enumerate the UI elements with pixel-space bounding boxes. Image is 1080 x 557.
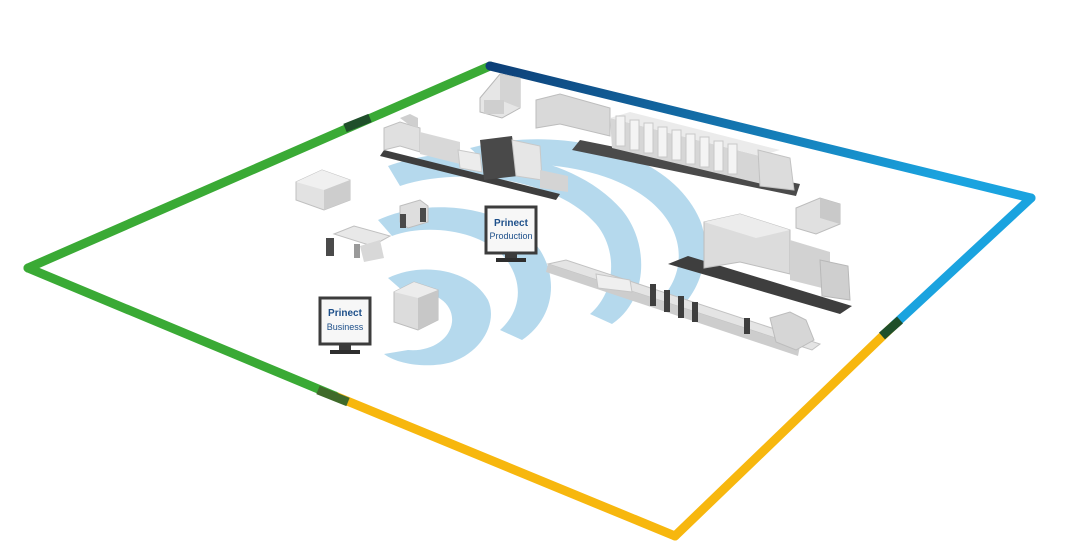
wave-xlarge: [470, 139, 706, 310]
machine-cutter-small: [399, 199, 429, 229]
machine-finishing-line: [546, 259, 822, 356]
frame: [23, 61, 1036, 541]
machine-cube-left: [295, 169, 351, 211]
frame-edge-right-lower: [670, 321, 898, 541]
machine-table: [326, 225, 392, 262]
frame-edge-top-right: [485, 61, 1036, 203]
machines: [295, 73, 852, 356]
monitor-business-brand: Prinect: [328, 308, 363, 319]
machine-press-right: [668, 213, 852, 314]
frame-edge-right-upper: [888, 193, 1036, 331]
frame-joint-bottom: [316, 385, 350, 407]
wave-large: [388, 152, 642, 324]
machine-stacker-right: [795, 197, 841, 235]
monitor-production-module: Production: [489, 231, 532, 241]
monitor-business-screen: [318, 296, 372, 346]
monitor-production-screen: [484, 205, 538, 255]
monitor-business: Prinect Business: [318, 296, 372, 354]
monitor-production-brand: Prinect: [494, 218, 529, 229]
frame-joint-top: [343, 113, 372, 133]
machine-box-center: [393, 281, 439, 331]
wave-small: [384, 269, 491, 366]
machine-press-large: [535, 93, 800, 196]
monitor-business-module: Business: [327, 322, 364, 332]
frame-edge-left-top: [23, 61, 495, 273]
machine-top-small: [479, 73, 521, 119]
machine-press-left: [380, 114, 568, 200]
monitor-production: Prinect Production: [484, 205, 538, 262]
frame-edge-bottom-right: [330, 391, 680, 541]
frame-edge-bottom-left: [23, 263, 340, 401]
frame-joint-right: [879, 316, 903, 340]
